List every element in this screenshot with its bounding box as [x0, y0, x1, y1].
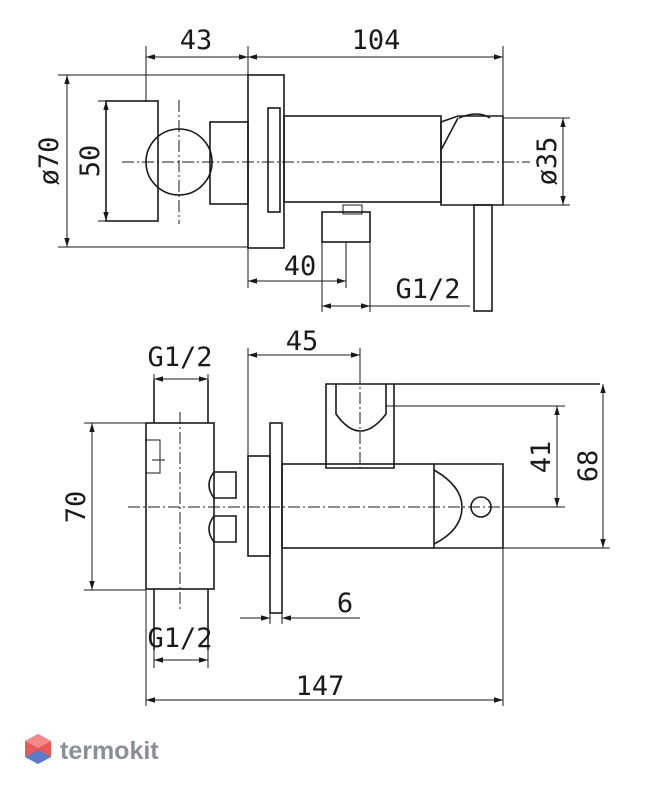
dim-70-label: 70	[61, 491, 92, 524]
dim-6-label: 6	[337, 588, 353, 619]
dim-104-label: 104	[352, 25, 401, 56]
front-dimensions: G1/2 45 41 68 70 6 G1/2 1	[61, 326, 610, 706]
brand-logo: termokit	[25, 734, 159, 765]
dim-g12-bottom-label: G1/2	[147, 623, 212, 654]
dim-147-label: 147	[296, 671, 345, 702]
dim-g12-outlet-label: G1/2	[395, 274, 460, 305]
dim-d35-label: ø35	[532, 137, 563, 186]
dim-50-label: 50	[75, 145, 106, 178]
dim-43-label: 43	[180, 25, 213, 56]
dim-d70-label: ø70	[34, 137, 65, 186]
dim-45-label: 45	[286, 326, 319, 357]
brand-logo-icon	[25, 734, 51, 764]
brand-name: termokit	[60, 737, 159, 765]
top-view	[105, 74, 530, 312]
dim-40-label: 40	[284, 251, 317, 282]
top-dimensions: 43 104 ø70 50 ø35 40 G1/2	[34, 25, 570, 312]
dim-41-label: 41	[526, 441, 557, 474]
dim-g12-top-label: G1/2	[147, 342, 212, 373]
front-view	[128, 372, 600, 650]
dim-68-label: 68	[573, 450, 604, 483]
